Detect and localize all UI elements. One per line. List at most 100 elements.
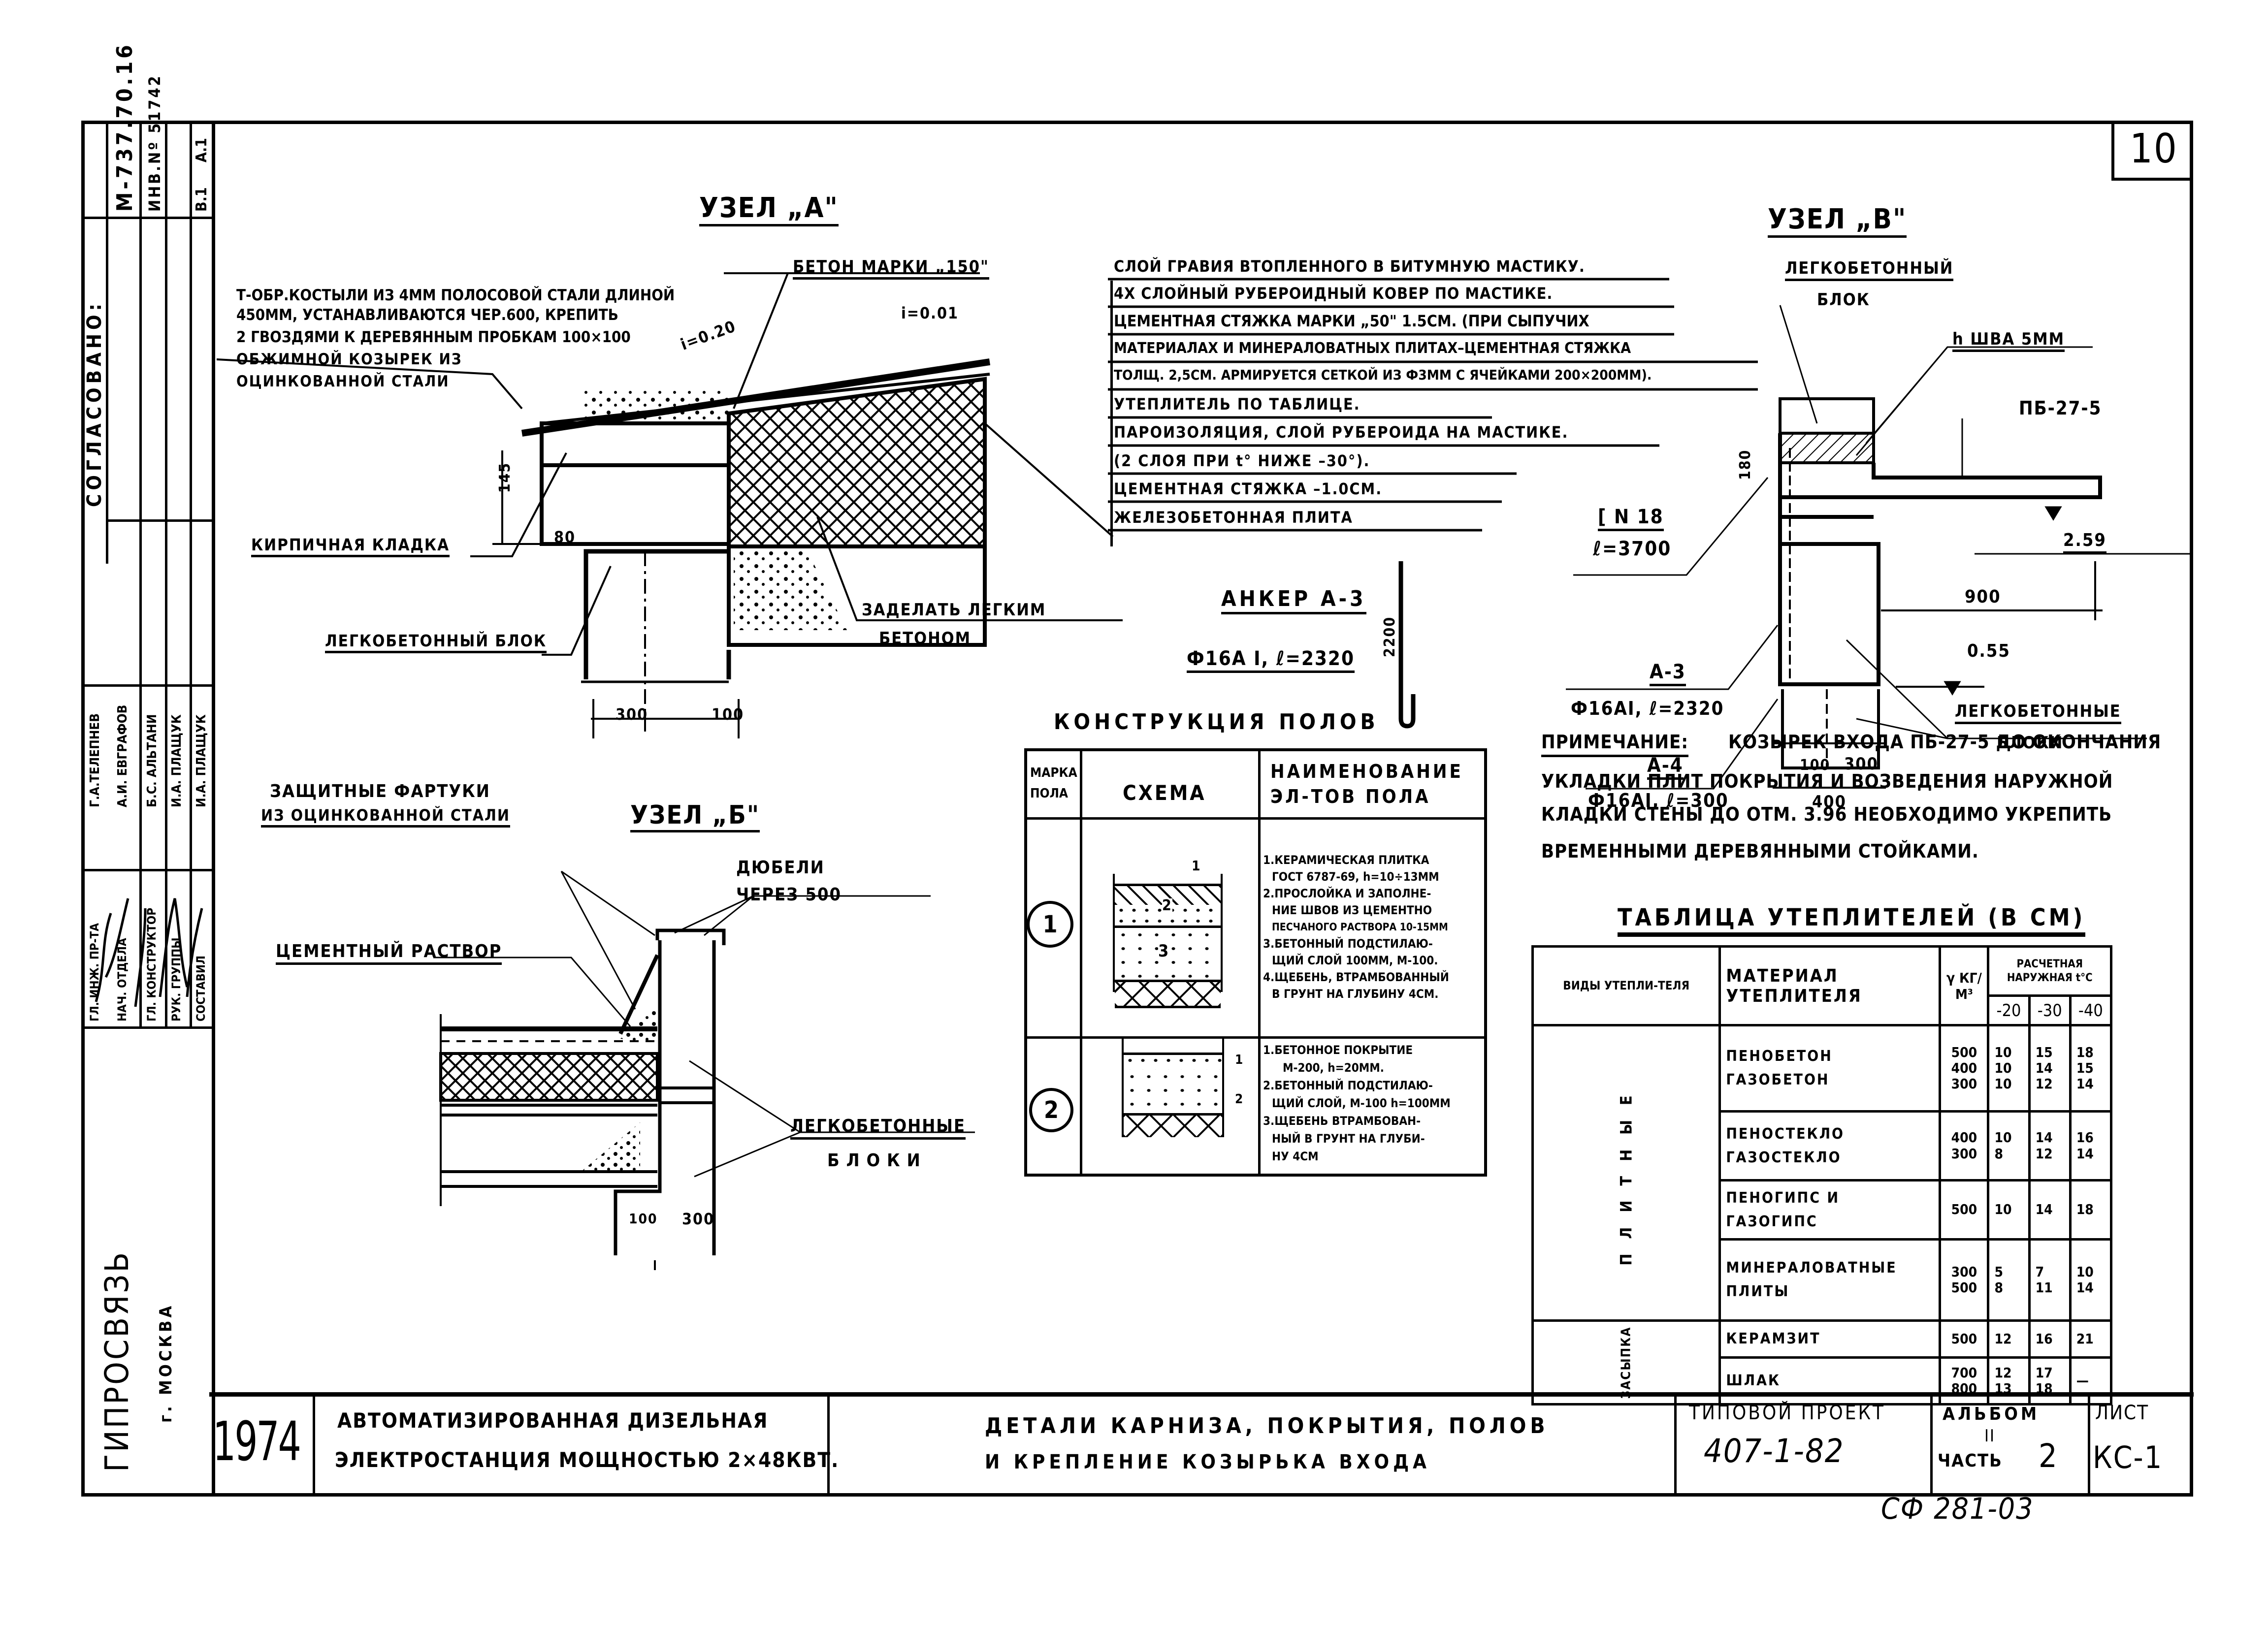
floors-header-mark: МАРКА ПОЛА bbox=[1030, 766, 1077, 801]
note-line: УКЛАДКИ ПЛИТ ПОКРЫТИЯ И ВОЗВЕДЕНИЯ НАРУЖ… bbox=[1541, 770, 2113, 792]
insulation-density-value: 300 bbox=[1951, 1263, 1977, 1280]
stamp-divider bbox=[81, 1026, 215, 1029]
stamp-role: ГЛ. ИНЖ. ПР-ТА bbox=[88, 923, 101, 1021]
insulation-t20-value: 10 bbox=[1994, 1129, 2012, 1146]
insulation-t40-value: 18 bbox=[2076, 1201, 2094, 1218]
insulation-t40: 21 bbox=[2069, 1319, 2113, 1359]
floor-1-layer-label: 3 bbox=[1158, 941, 1170, 961]
node-a-slope-2: i=0.01 bbox=[901, 304, 959, 322]
insulation-material: ПЕНОСТЕКЛО ГАЗОСТЕКЛО bbox=[1718, 1110, 1942, 1181]
insulation-t40-value: 15 bbox=[2076, 1059, 2094, 1076]
node-a-label-bracket: 2 ГВОЗДЯМИ К ДЕРЕВЯННЫМ ПРОБКАМ 100×100 bbox=[236, 328, 631, 346]
node-v-label-blocks: БЛОКИ bbox=[1997, 733, 2064, 753]
title-part-value: 2 bbox=[2039, 1437, 2058, 1475]
node-a-label-bracket: Т-ОБР.КОСТЫЛИ ИЗ 4ММ ПОЛОСОВОЙ СТАЛИ ДЛИ… bbox=[236, 287, 675, 304]
insulation-density-value: 700 bbox=[1951, 1364, 1977, 1381]
floor-item: В ГРУНТ НА ГЛУБИНУ 4СМ. bbox=[1272, 987, 1439, 1001]
insulation-t30-value: 12 bbox=[2035, 1145, 2053, 1162]
title-block-divider bbox=[827, 1393, 830, 1497]
node-b-label-blocks: БЛОКИ bbox=[827, 1150, 927, 1171]
title-album-value: II bbox=[1984, 1426, 1996, 1446]
floor-item: ГОСТ 6787-69, h=10÷13ММ bbox=[1272, 870, 1439, 884]
node-v-title: УЗЕЛ „В" bbox=[1768, 206, 1907, 238]
insulation-material-value: ПЕНОСТЕКЛО bbox=[1726, 1125, 1845, 1143]
title-sheet-name: ДЕТАЛИ КАРНИЗА, ПОКРЫТИЯ, ПОЛОВ bbox=[985, 1413, 1549, 1438]
left-stamp-frame bbox=[81, 121, 215, 1497]
floor-2-scheme bbox=[1122, 1039, 1224, 1137]
stamp-divider bbox=[106, 121, 108, 564]
anchor-drawing bbox=[1398, 561, 1416, 729]
node-v-dim-400: 400 bbox=[1812, 792, 1847, 812]
floor-2-layer-label: 2 bbox=[1235, 1092, 1244, 1107]
insulation-header-temp: РАСЧЕТНАЯ НАРУЖНАЯ t°C bbox=[1987, 945, 2112, 997]
node-a-title: УЗЕЛ „А" bbox=[699, 194, 839, 226]
insulation-t30: 14 bbox=[2028, 1179, 2072, 1241]
floor-item: 3.БЕТОННЫЙ ПОДСТИЛАЮ- bbox=[1263, 937, 1433, 951]
node-v-dim-300: 300 bbox=[1844, 754, 1879, 774]
insulation-material-value: МИНЕРАЛОВАТНЫЕ ПЛИТЫ bbox=[1726, 1259, 1897, 1300]
node-v-channel: ℓ=3700 bbox=[1593, 538, 1672, 560]
insulation-material: КЕРАМЗИТ bbox=[1718, 1319, 1942, 1359]
node-a-label-bracket: ОБЖИМНОЙ КОЗЫРЕК ИЗ bbox=[236, 351, 462, 368]
insulation-type: ПЛИТНЫЕ bbox=[1531, 1024, 1721, 1322]
floors-row-divider bbox=[1024, 1036, 1487, 1039]
roof-layers-rules bbox=[1108, 278, 1758, 532]
floor-item: 3.ЩЕБЕНЬ ВТРАМБОВАН- bbox=[1263, 1114, 1421, 1128]
floor-1-layer-label: 1 bbox=[1192, 858, 1201, 874]
floors-header-scheme: СХЕМА bbox=[1123, 781, 1206, 805]
insulation-material-value: ГАЗОБЕТОН bbox=[1726, 1071, 1830, 1088]
insulation-material-value: КЕРАМЗИТ bbox=[1726, 1330, 1821, 1347]
title-block-divider bbox=[313, 1393, 315, 1497]
insulation-material-value: ГАЗОСТЕКЛО bbox=[1726, 1149, 1842, 1166]
city-name: г. МОСКВА bbox=[156, 1303, 176, 1423]
note-line: ВРЕМЕННЫМИ ДЕРЕВЯННЫМИ СТОЙКАМИ. bbox=[1541, 840, 1979, 862]
floor-item: НУ 4СМ bbox=[1272, 1149, 1319, 1163]
insulation-density-value: 300 bbox=[1951, 1145, 1977, 1162]
layer-concrete-base bbox=[1124, 1070, 1222, 1116]
node-b-label-dowels: ДЮБЕЛИ bbox=[736, 858, 825, 878]
insulation-t40-value: 14 bbox=[2076, 1145, 2094, 1162]
insulation-t20-value: 5 bbox=[1994, 1263, 2003, 1280]
insulation-density-value: 500 bbox=[1951, 1279, 1977, 1296]
insulation-material-value: ПЕНОГИПС И ГАЗОГИПС bbox=[1726, 1189, 1840, 1230]
insulation-header-material: МАТЕРИАЛ УТЕПЛИТЕЛЯ bbox=[1718, 945, 1942, 1026]
title-year: 1974 bbox=[213, 1410, 301, 1473]
insulation-header-type: ВИДЫ УТЕПЛИ-ТЕЛЯ bbox=[1531, 945, 1721, 1026]
insulation-t20-value: 10 bbox=[1994, 1201, 2012, 1218]
insulation-material-value: ШЛАК bbox=[1726, 1372, 1781, 1389]
stamp-role: РУК. ГРУППЫ bbox=[169, 937, 183, 1021]
layer-gravel bbox=[1124, 1116, 1222, 1137]
floors-col-divider bbox=[1080, 748, 1082, 1177]
stamp-role: ГЛ. КОНСТРУКТОР bbox=[145, 907, 159, 1021]
insulation-density: 500 bbox=[1939, 1319, 1990, 1359]
node-v-dim-100: 100 bbox=[1800, 757, 1831, 774]
floor-item: ЩИЙ СЛОЙ, М-100 h=100ММ bbox=[1272, 1096, 1451, 1110]
title-project: ЭЛЕКТРОСТАНЦИЯ МОЩНОСТЬЮ 2×48КВТ. bbox=[335, 1448, 840, 1472]
insulation-t40-value: 14 bbox=[2076, 1076, 2094, 1092]
stamp-role: СОСТАВИЛ bbox=[194, 956, 208, 1021]
node-v-a4: Ф16АI, ℓ=300 bbox=[1588, 790, 1729, 811]
roof-layer: МАТЕРИАЛАХ И МИНЕРАЛОВАТНЫХ ПЛИТАХ–ЦЕМЕН… bbox=[1114, 340, 1631, 357]
insulation-t30-value: 16 bbox=[2035, 1330, 2053, 1347]
insulation-t20: 12 bbox=[1987, 1319, 2031, 1359]
title-album-label: АЛЬБОМ bbox=[1943, 1404, 2040, 1424]
floor-2-items: 1.БЕТОННОЕ ПОКРЫТИЕ М-200, h=20ММ. 2.БЕТ… bbox=[1263, 1041, 1485, 1165]
insulation-header-t20: -20 bbox=[1987, 994, 2031, 1026]
roof-layer: ПАРОИЗОЛЯЦИЯ, СЛОЙ РУБЕРОИДА НА МАСТИКЕ. bbox=[1114, 423, 1569, 442]
insulation-material: ШЛАК bbox=[1718, 1356, 1942, 1405]
title-sheet-name: И КРЕПЛЕНИЕ КОЗЫРЬКА ВХОДА bbox=[985, 1451, 1431, 1473]
floor-item: 1.КЕРАМИЧЕСКАЯ ПЛИТКА bbox=[1263, 853, 1429, 867]
node-v-label-seam: h ШВА 5ММ bbox=[1952, 331, 2065, 352]
insulation-t20-value: 12 bbox=[1994, 1330, 2012, 1347]
floors-header-name: НАИМЕНОВАНИЕ ЭЛ-ТОВ ПОЛА bbox=[1270, 761, 1463, 808]
title-part-label: ЧАСТЬ bbox=[1938, 1451, 2003, 1471]
node-b-title: УЗЕЛ „Б" bbox=[630, 802, 760, 832]
